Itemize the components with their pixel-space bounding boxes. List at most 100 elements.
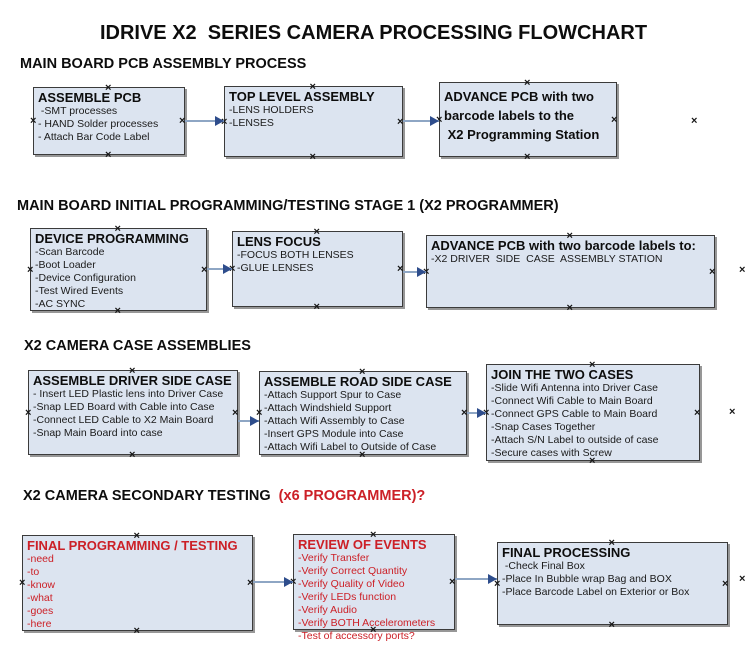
connector-handle-icon [129,451,137,459]
flow-box-device-programming: DEVICE PROGRAMMING -Scan Barcode-Boot Lo… [27,225,207,315]
page-title: IDRIVE X2 SERIES CAMERA PROCESSING FLOWC… [99,22,648,44]
connector-handle-icon [739,575,747,583]
flow-arrow-icon [185,116,224,126]
flow-box-assemble-road-side-case: ASSEMBLE ROAD SIDE CASE -Attach Support … [256,368,467,459]
flow-box-item: -Boot Loader [35,259,96,271]
flow-arrow-icon [253,577,293,587]
flow-box-title: DEVICE PROGRAMMING [35,231,189,246]
flow-box-item: -X2 DRIVER SIDE CASE ASSEMBLY STATION [431,253,663,265]
flow-box-assemble-pcb: ASSEMBLE PCB -SMT processes- HAND Solder… [30,84,185,159]
flow-box-item: -Attach S/N Label to outside of case [491,434,659,446]
flow-box-advance-to-case-assembly: ADVANCE PCB with two barcode labels to: … [423,232,717,312]
flow-box-item: -Attach Wifi Assembly to Case [264,415,405,427]
connector-handle-icon [739,266,747,274]
flow-arrow-icon [403,116,439,126]
flow-box-item: -Slide Wifi Antenna into Driver Case [491,382,658,394]
flow-box-item: -Verify Audio [298,604,357,616]
flow-box-item: -Attach Support Spur to Case [264,389,402,401]
flow-box-items: -X2 DRIVER SIDE CASE ASSEMBLY STATION [431,253,714,266]
flow-box-title: REVIEW OF EVENTS [298,537,427,552]
flow-box-final-processing: FINAL PROCESSING -Check Final Box-Place … [494,539,728,629]
flow-box-lens-focus: LENS FOCUS -FOCUS BOTH LENSES-GLUE LENSE… [229,228,403,311]
flow-box-title: LENS FOCUS [237,234,321,249]
flow-box-items: - Insert LED Plastic lens into Driver Ca… [33,388,237,440]
flow-box-item: -Check Final Box [502,560,585,572]
connector-handle-icon [709,268,717,276]
flow-box-items: -Check Final Box-Place In Bubble wrap Ba… [502,560,727,599]
connector-handle-icon [567,304,575,312]
flow-box-item: -Snap Cases Together [491,421,596,433]
flow-box-item: -Connect Wifi Cable to Main Board [491,395,653,407]
connector-handle-icon [691,117,699,125]
connector-handle-icon [310,153,318,161]
flow-box-item: - Insert LED Plastic lens into Driver Ca… [33,388,224,400]
flow-box-items: -SMT processes- HAND Solder processes- A… [38,105,184,144]
section-heading-pcb-assembly: MAIN BOARD PCB ASSEMBLY PROCESS [20,56,307,72]
flow-box-item: -Device Configuration [35,272,136,284]
connector-handle-icon [314,303,322,311]
section-heading-secondary-testing: X2 CAMERA SECONDARY TESTING (x6 PROGRAMM… [23,488,425,504]
flow-arrow-icon [467,408,486,418]
flow-box-item: -LENSES [229,117,274,129]
flow-box-item: - Attach Bar Code Label [38,131,150,143]
flow-arrow-icon [207,264,232,274]
flow-box-assemble-driver-side-case: ASSEMBLE DRIVER SIDE CASE - Insert LED P… [25,367,238,459]
flow-box-items: -FOCUS BOTH LENSES-GLUE LENSES [237,249,402,275]
connector-handle-icon [27,266,35,274]
flow-box-items: -need-to-know-what-goes-here [27,553,252,631]
flow-box-title: ASSEMBLE PCB [38,90,142,105]
flow-box-title: ADVANCE PCB with two barcode labels to: [431,238,696,253]
flow-box-top-level-assembly: TOP LEVEL ASSEMBLY -LENS HOLDERS-LENSES [221,83,403,161]
flow-box-item: -GLUE LENSES [237,262,314,274]
flow-box-final-programming-testing: FINAL PROGRAMMING / TESTING -need-to-kno… [19,532,253,635]
flow-box-items: -Slide Wifi Antenna into Driver Case-Con… [491,382,699,460]
flow-box-item: -Verify Quality of Video [298,578,405,590]
flow-box-item: - HAND Solder processes [38,118,159,130]
flow-box-item: -need [27,553,54,565]
flow-arrow-icon [238,416,259,426]
flow-box-join-the-two-cases: JOIN THE TWO CASES -Slide Wifi Antenna i… [483,361,700,465]
flow-box-item: -Verify Transfer [298,552,370,564]
flow-box-title: JOIN THE TWO CASES [491,367,634,382]
flow-box-item: -AC SYNC [35,298,86,310]
flow-box-item: -Test Wired Events [35,285,124,297]
flow-box-item: -know [27,579,56,591]
connector-handle-icon [30,117,38,125]
section-heading-red-part: (x6 PROGRAMMER)? [278,488,426,504]
flow-box-item: -FOCUS BOTH LENSES [237,249,354,261]
flow-box-items: barcode labels to the X2 Programming Sta… [444,106,616,144]
flow-box-item: -Snap Main Board into case [33,427,163,439]
flow-box-title: ASSEMBLE DRIVER SIDE CASE [33,373,232,388]
flow-box-item: barcode labels to the [444,108,575,123]
section-heading-case-assemblies: X2 CAMERA CASE ASSEMBLIES [24,338,251,354]
section-heading-black-part: X2 CAMERA SECONDARY TESTING [23,488,279,504]
flow-box-item: -LENS HOLDERS [229,104,314,116]
flow-box-item: -Verify BOTH Accelerometers [298,617,436,629]
flow-box-title: ASSEMBLE ROAD SIDE CASE [264,374,452,389]
flow-box-review-of-events: REVIEW OF EVENTS -Verify Transfer-Verify… [290,531,455,642]
flow-box-item: -Place In Bubble wrap Bag and BOX [502,573,672,585]
flow-box-item: -Test of accessory ports? [298,630,415,642]
flow-box-title: TOP LEVEL ASSEMBLY [229,89,375,104]
connector-handle-icon [609,621,617,629]
flow-box-item: -what [27,592,53,604]
flow-box-item: -goes [27,605,54,617]
flow-box-item: -Verify Correct Quantity [298,565,408,577]
flow-box-title: ADVANCE PCB with two [444,89,594,104]
flow-box-item: -Scan Barcode [35,246,105,258]
flow-arrow-icon [403,267,426,277]
flow-box-item: -Place Barcode Label on Exterior or Box [502,586,690,598]
flow-box-item: -here [27,618,52,630]
flow-box-item: X2 Programming Station [444,127,600,142]
flow-box-title: FINAL PROCESSING [502,545,631,560]
flow-box-item: -Attach Windshield Support [264,402,392,414]
flow-box-item: -Snap LED Board with Cable into Case [33,401,215,413]
flow-arrow-icon [455,574,497,584]
section-heading-initial-programming: MAIN BOARD INITIAL PROGRAMMING/TESTING S… [17,198,559,214]
flow-box-items: -Scan Barcode-Boot Loader-Device Configu… [35,246,206,311]
connector-handle-icon [524,153,532,161]
flow-box-item: -SMT processes [38,105,118,117]
connector-handle-icon [729,408,737,416]
connector-handle-icon [25,409,33,417]
flow-box-items: -Attach Support Spur to Case-Attach Wind… [264,389,466,454]
